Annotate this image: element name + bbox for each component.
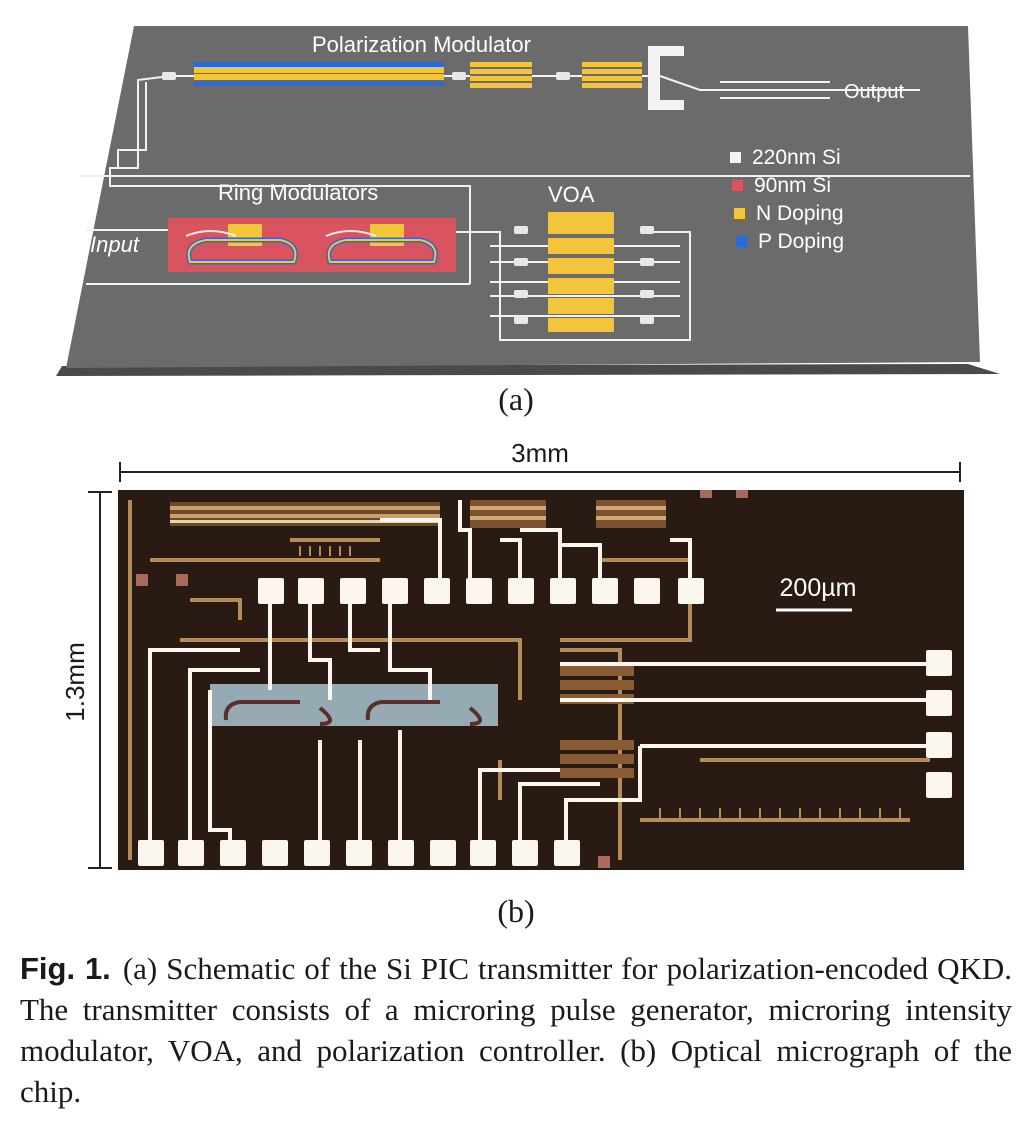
legend-label-90nm: 90nm Si	[754, 174, 831, 197]
input-label: Input	[90, 232, 140, 257]
panel-a-label: (a)	[498, 381, 534, 417]
voa-title: VOA	[548, 182, 595, 207]
caption-text: (a) Schematic of the Si PIC transmitter …	[20, 951, 1012, 1109]
bond-pads-bottom	[138, 840, 580, 866]
legend-label-p-doping: P Doping	[758, 230, 844, 253]
legend-swatch-p-doping	[736, 236, 747, 247]
caption-figure-label: Fig. 1.	[20, 951, 111, 986]
output-splitter	[648, 46, 684, 110]
ring-structures	[223, 700, 482, 726]
couplers	[162, 72, 654, 324]
height-dimension	[88, 491, 112, 869]
bond-pads-top	[258, 578, 704, 604]
legend-label-n-doping: N Doping	[756, 202, 844, 225]
voa-shifters	[548, 212, 614, 332]
output-label: Output	[844, 81, 904, 103]
small-test-pads	[136, 490, 748, 868]
width-label: 3mm	[511, 438, 569, 468]
polarization-modulator-shifters	[194, 62, 642, 88]
bond-pads-right	[926, 650, 952, 798]
scale-bar-label: 200µm	[780, 574, 857, 602]
chip-edge	[56, 364, 1000, 376]
figure-caption: Fig. 1.(a) Schematic of the Si PIC trans…	[20, 948, 1012, 1112]
height-label: 1.3mm	[60, 642, 90, 721]
legend-swatch-n-doping	[734, 208, 745, 219]
metal-traces	[128, 500, 930, 860]
width-dimension	[119, 462, 961, 482]
layer-legend: 220nm Si 90nm Si N Doping P Doping	[730, 146, 844, 253]
legend-swatch-90nm	[732, 180, 743, 191]
panel-b-micrograph: 3mm 1.3mm	[60, 438, 964, 929]
ring-region	[210, 684, 498, 726]
panel-b-label: (b)	[497, 893, 534, 929]
legend-swatch-220nm	[730, 152, 741, 163]
top-phase-shifters	[170, 500, 666, 528]
comb-features	[299, 546, 901, 818]
polarization-modulator-title: Polarization Modulator	[312, 32, 531, 57]
legend-label-220nm: 220nm Si	[752, 146, 841, 169]
micrograph-background	[118, 490, 964, 870]
probe-lines	[148, 500, 930, 860]
ring-modulators-title: Ring Modulators	[218, 180, 378, 205]
panel-a-schematic: Polarization Modulator Ring Modulators V…	[56, 26, 1000, 417]
chip-top-surface	[66, 26, 980, 368]
ring-modulators	[168, 218, 456, 272]
